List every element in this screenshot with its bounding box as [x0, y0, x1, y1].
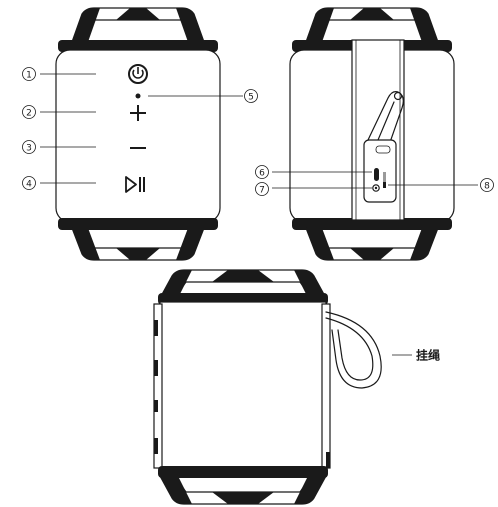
- strap-label: 挂绳: [416, 348, 440, 363]
- callout-8: 8: [480, 178, 494, 192]
- callout-number: 3: [26, 144, 32, 154]
- plus-icon[interactable]: [130, 105, 146, 121]
- callout-number: 5: [248, 93, 254, 103]
- callout-2: 2: [22, 105, 36, 119]
- back-view: [272, 7, 478, 261]
- aux-jack-icon[interactable]: [372, 184, 380, 192]
- front-view: [40, 7, 243, 261]
- usb-c-port-icon[interactable]: [374, 168, 379, 181]
- callout-number: 4: [26, 180, 32, 190]
- side-view: [153, 269, 412, 505]
- callout-number: 1: [26, 71, 32, 81]
- callout-6: 6: [255, 165, 269, 179]
- play-pause-icon[interactable]: [125, 176, 145, 193]
- callout-4: 4: [22, 176, 36, 190]
- status-led: [135, 93, 141, 99]
- callout-number: 8: [484, 182, 490, 192]
- callout-7: 7: [255, 182, 269, 196]
- callout-1: 1: [22, 67, 36, 81]
- callout-number: 7: [259, 186, 265, 196]
- callout-3: 3: [22, 140, 36, 154]
- callout-number: 2: [26, 109, 32, 119]
- callout-number: 6: [259, 169, 265, 179]
- strap: [325, 311, 382, 389]
- charge-indicator-icon: [383, 172, 386, 188]
- callout-5: 5: [244, 89, 258, 103]
- power-icon[interactable]: [128, 64, 148, 84]
